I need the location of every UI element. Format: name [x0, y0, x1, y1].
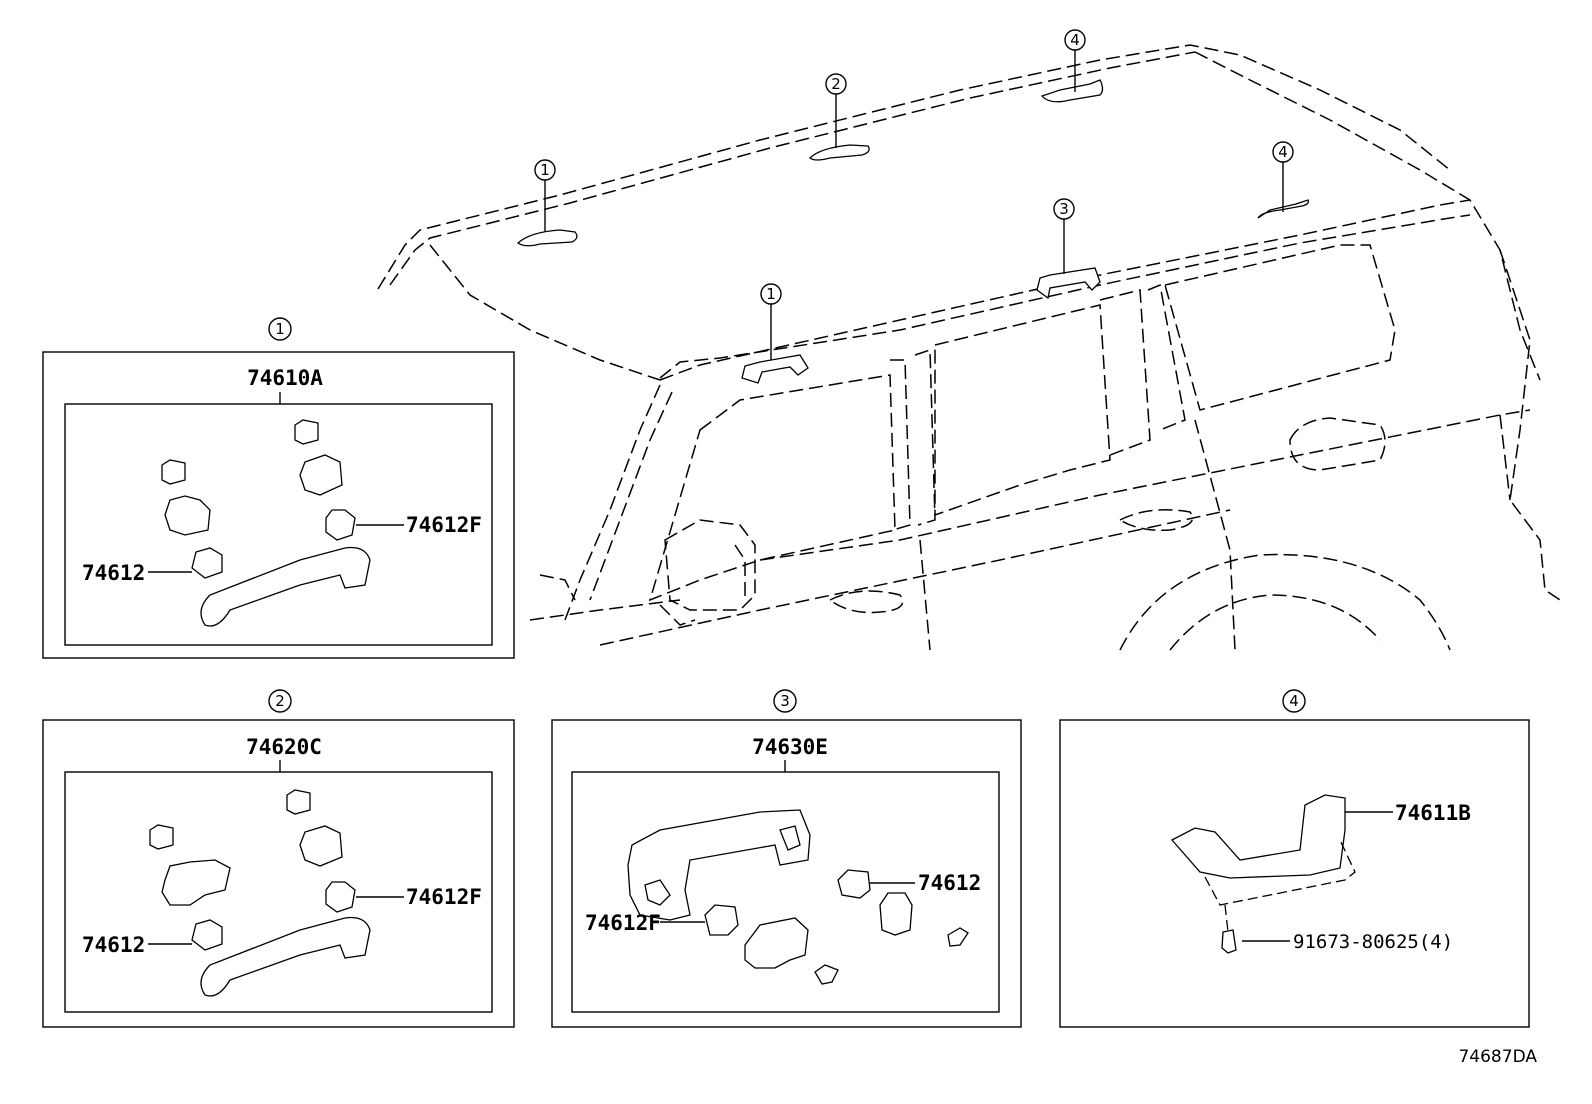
cap-part-74612F	[704, 904, 739, 936]
part-label-74611B: 74611B	[1395, 801, 1471, 825]
vehicle-callout-4b: 4	[1272, 141, 1294, 212]
part-label-91673-80625: 91673-80625(4)	[1293, 931, 1453, 953]
svg-text:3: 3	[780, 692, 790, 710]
panel-4: 4 74611B 91673-80625(4)	[1059, 689, 1530, 1028]
panel-1: 1 74610A 74612F 74612	[42, 317, 515, 659]
clip-part	[149, 789, 343, 906]
vehicle-callout-1a: 1	[534, 159, 556, 232]
svg-text:4: 4	[1278, 143, 1288, 161]
screw-part	[1221, 929, 1237, 954]
vehicle-callout-3: 3	[1053, 198, 1075, 274]
cap-part-74612	[837, 869, 969, 947]
part-label-74612F: 74612F	[585, 911, 661, 935]
diagram-id-code: 74687DA	[1458, 1047, 1537, 1067]
part-label-74612F: 74612F	[406, 885, 482, 909]
svg-text:1: 1	[766, 285, 776, 303]
panel-2: 2 74620C 74612F 74612	[42, 689, 515, 1028]
assist-grip-part-74611B	[1170, 794, 1346, 879]
cap-part-74612	[191, 919, 223, 951]
grip-handle-part	[200, 546, 371, 627]
part-label-74612: 74612	[82, 561, 145, 585]
part-label-74612F: 74612F	[406, 513, 482, 537]
assembly-label-74620C: 74620C	[246, 735, 322, 759]
clip-part	[161, 419, 343, 536]
svg-text:4: 4	[1289, 692, 1299, 710]
svg-text:1: 1	[540, 161, 550, 179]
vehicle-callout-2: 2	[825, 73, 847, 148]
svg-text:2: 2	[831, 75, 841, 93]
vehicle-handle-locations	[516, 79, 1310, 384]
svg-text:2: 2	[275, 692, 285, 710]
assist-grip-part	[627, 809, 811, 921]
assembly-label-74630E: 74630E	[752, 735, 828, 759]
part-label-74612: 74612	[82, 933, 145, 957]
cap-part-74612	[191, 547, 223, 579]
panel-3: 3 74630E 74612 74612F	[551, 689, 1022, 1028]
cap-part-74612F	[325, 509, 356, 541]
svg-text:1: 1	[275, 320, 285, 338]
vehicle-callout-1b: 1	[760, 283, 782, 360]
svg-text:4: 4	[1070, 31, 1080, 49]
base-part	[744, 917, 839, 985]
vehicle-callout-4a: 4	[1064, 29, 1086, 92]
cap-part-74612F	[325, 881, 356, 913]
grip-handle-part	[200, 916, 371, 997]
svg-text:3: 3	[1059, 200, 1069, 218]
assembly-label-74610A: 74610A	[247, 366, 323, 390]
part-label-74612: 74612	[918, 871, 981, 895]
vehicle-outline	[377, 44, 1561, 651]
